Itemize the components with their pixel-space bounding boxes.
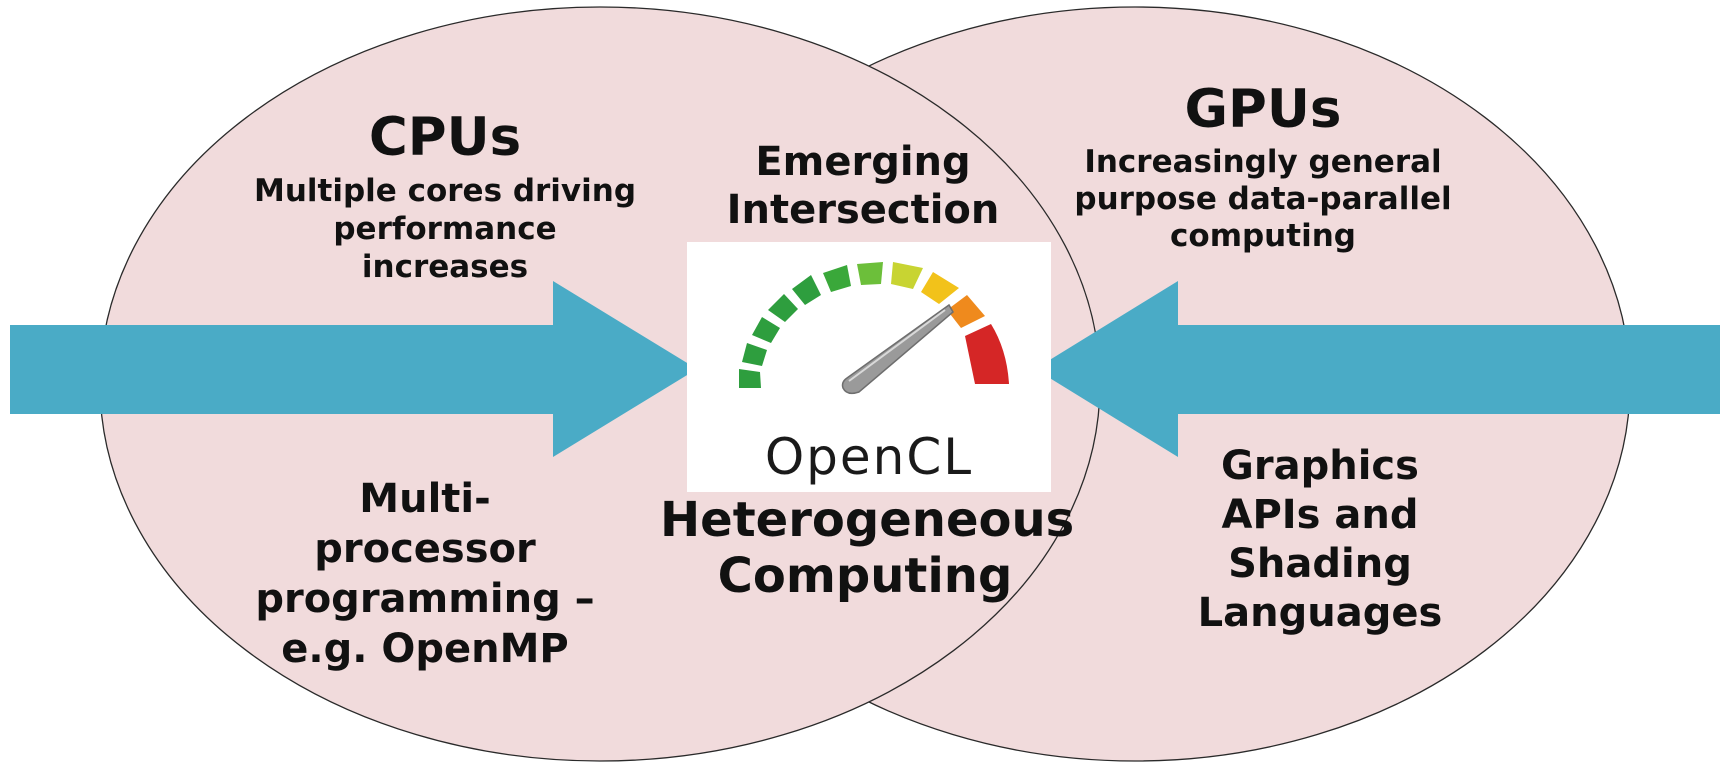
gauge-segment (823, 265, 851, 292)
cpus-title: CPUs (368, 107, 522, 168)
gauge-segment (947, 295, 985, 328)
cpus-subtitle: Multiple cores driving performance incre… (253, 173, 637, 285)
gauge-needle (841, 303, 954, 395)
gpus-title: GPUs (1184, 79, 1342, 140)
speedometer-gauge-icon (739, 262, 1009, 395)
gauge-segments (739, 262, 1009, 388)
gauge-segment (752, 317, 780, 343)
left-arrow (10, 281, 697, 457)
gauge-segment (891, 262, 923, 289)
gpus-subtitle: Increasingly general purpose data-parall… (1074, 144, 1452, 254)
right-arrow (1035, 281, 1720, 457)
gauge-segment (768, 294, 798, 322)
opencl-logo-text: OpenCL (764, 428, 974, 486)
gauge-segment (742, 343, 767, 366)
intersection-top-text: Emerging Intersection (726, 139, 1000, 233)
opencl-logo: OpenCL (687, 242, 1051, 492)
gauge-segment (921, 272, 959, 304)
intersection-bottom-text: Heterogeneous Computing (660, 492, 1075, 604)
gpus-bottom-text: Graphics APIs and Shading Languages (1197, 443, 1443, 636)
gauge-segment (965, 324, 1009, 384)
gauge-segment (792, 275, 821, 305)
cpus-bottom-text: Multi- processor programming – e.g. Open… (255, 476, 595, 672)
gauge-segment (739, 369, 761, 388)
gauge-segment (857, 262, 883, 285)
